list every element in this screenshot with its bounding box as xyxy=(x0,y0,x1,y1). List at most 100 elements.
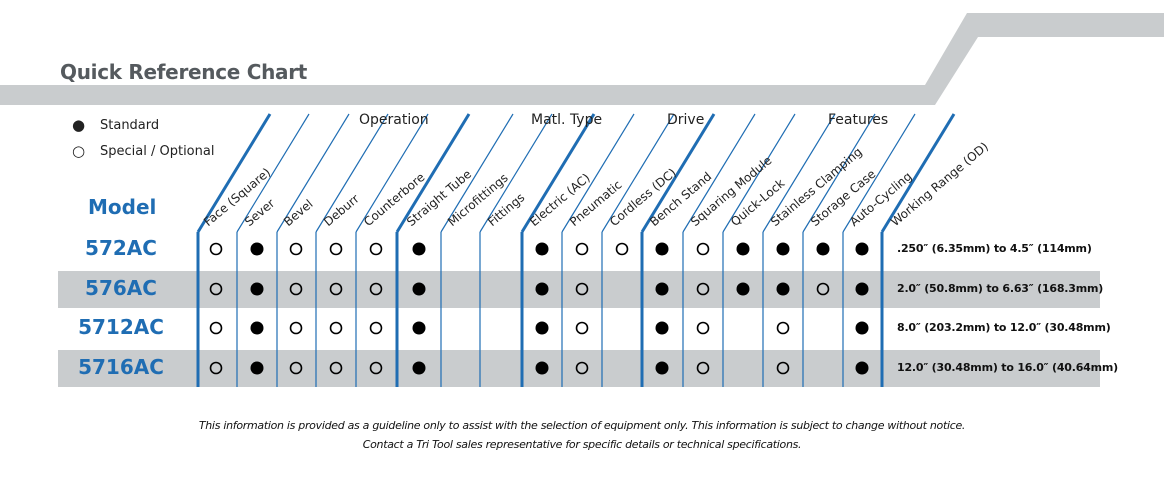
optional-mark-572AC-10 xyxy=(615,242,629,256)
header-diagonal-16 xyxy=(842,113,916,233)
legend-optional: ○ Special / Optional xyxy=(72,142,214,160)
header-diagonal-5 xyxy=(395,113,471,233)
group-label-drive: Drive xyxy=(667,112,705,128)
header-diagonal-7 xyxy=(479,113,553,233)
model-name-5712AC: 5712AC xyxy=(78,315,164,339)
header-diagonal-3 xyxy=(315,113,389,233)
standard-mark-576AC-8 xyxy=(535,282,549,296)
optional-mark-5712AC-12 xyxy=(696,321,710,335)
optional-mark-572AC-4 xyxy=(369,242,383,256)
standard-mark-5716AC-11 xyxy=(655,361,669,375)
header-diagonal-17 xyxy=(880,113,956,233)
filled-circle-icon: ● xyxy=(72,116,86,134)
standard-mark-576AC-1 xyxy=(250,282,264,296)
standard-mark-572AC-15 xyxy=(816,242,830,256)
optional-mark-576AC-3 xyxy=(329,282,343,296)
optional-mark-5716AC-12 xyxy=(696,361,710,375)
optional-mark-576AC-2 xyxy=(289,282,303,296)
header-diagonal-10 xyxy=(601,113,675,233)
optional-mark-576AC-12 xyxy=(696,282,710,296)
optional-mark-576AC-0 xyxy=(209,282,223,296)
optional-mark-5712AC-2 xyxy=(289,321,303,335)
standard-mark-572AC-11 xyxy=(655,242,669,256)
standard-mark-5712AC-1 xyxy=(250,321,264,335)
page-title: Quick Reference Chart xyxy=(60,60,308,84)
row-shade-576AC xyxy=(58,271,1100,308)
optional-mark-5716AC-9 xyxy=(575,361,589,375)
optional-mark-5712AC-4 xyxy=(369,321,383,335)
standard-mark-5712AC-16 xyxy=(855,321,869,335)
hollow-circle-icon: ○ xyxy=(72,142,86,160)
optional-mark-5712AC-0 xyxy=(209,321,223,335)
optional-mark-572AC-9 xyxy=(575,242,589,256)
header-diagonal-15 xyxy=(802,113,876,233)
optional-mark-572AC-3 xyxy=(329,242,343,256)
working-range-572AC: .250″ (6.35mm) to 4.5″ (114mm) xyxy=(897,242,1092,255)
header-diagonal-6 xyxy=(440,113,514,233)
optional-mark-5716AC-0 xyxy=(209,361,223,375)
optional-mark-576AC-15 xyxy=(816,282,830,296)
model-name-5716AC: 5716AC xyxy=(78,355,164,379)
disclaimer-line-2: Contact a Tri Tool sales representative … xyxy=(362,438,802,451)
header-diagonal-2 xyxy=(276,113,350,233)
optional-mark-5716AC-2 xyxy=(289,361,303,375)
grid-lines xyxy=(196,113,956,387)
standard-mark-576AC-14 xyxy=(776,282,790,296)
header-diagonal-1 xyxy=(236,113,310,233)
legend-optional-label: Special / Optional xyxy=(100,143,215,159)
group-label-matl-type: Matl. Type xyxy=(531,112,603,128)
standard-mark-572AC-16 xyxy=(855,242,869,256)
disclaimer-line-1: This information is provided as a guidel… xyxy=(198,419,966,432)
group-label-features: Features xyxy=(828,112,889,128)
working-range-576AC: 2.0″ (50.8mm) to 6.63″ (168.3mm) xyxy=(897,282,1104,295)
standard-mark-572AC-5 xyxy=(412,242,426,256)
header-diagonal-14 xyxy=(762,113,836,233)
standard-mark-5712AC-8 xyxy=(535,321,549,335)
standard-mark-576AC-16 xyxy=(855,282,869,296)
standard-mark-572AC-8 xyxy=(535,242,549,256)
header-diagonal-9 xyxy=(561,113,635,233)
optional-mark-5716AC-3 xyxy=(329,361,343,375)
optional-mark-5716AC-14 xyxy=(776,361,790,375)
header-diagonal-4 xyxy=(355,113,429,233)
optional-mark-576AC-4 xyxy=(369,282,383,296)
standard-mark-572AC-14 xyxy=(776,242,790,256)
standard-mark-576AC-5 xyxy=(412,282,426,296)
optional-mark-576AC-9 xyxy=(575,282,589,296)
standard-mark-5716AC-1 xyxy=(250,361,264,375)
header-band xyxy=(0,13,1164,105)
working-range-5716AC: 12.0″ (30.48mm) to 16.0″ (40.64mm) xyxy=(897,361,1118,374)
row-shade-5716AC xyxy=(58,350,1100,387)
optional-mark-572AC-2 xyxy=(289,242,303,256)
model-name-576AC: 576AC xyxy=(85,276,157,300)
header-diagonal-13 xyxy=(722,113,796,233)
optional-mark-5712AC-14 xyxy=(776,321,790,335)
header-diagonal-12 xyxy=(682,113,756,233)
standard-mark-572AC-1 xyxy=(250,242,264,256)
standard-mark-5712AC-11 xyxy=(655,321,669,335)
header-diagonal-11 xyxy=(640,113,716,233)
standard-mark-5712AC-5 xyxy=(412,321,426,335)
group-label-operation: Operation xyxy=(359,112,429,128)
standard-mark-572AC-13 xyxy=(736,242,750,256)
standard-mark-5716AC-8 xyxy=(535,361,549,375)
header-diagonal-0 xyxy=(196,113,272,233)
optional-mark-5712AC-9 xyxy=(575,321,589,335)
standard-mark-576AC-13 xyxy=(736,282,750,296)
legend-standard-label: Standard xyxy=(100,117,160,133)
working-range-5712AC: 8.0″ (203.2mm) to 12.0″ (30.48mm) xyxy=(897,321,1111,334)
mark-symbols xyxy=(209,242,869,375)
legend-standard: ● Standard xyxy=(72,116,159,134)
optional-mark-5716AC-4 xyxy=(369,361,383,375)
model-header: Model xyxy=(88,195,157,219)
standard-mark-5716AC-5 xyxy=(412,361,426,375)
standard-mark-576AC-11 xyxy=(655,282,669,296)
optional-mark-572AC-12 xyxy=(696,242,710,256)
optional-mark-572AC-0 xyxy=(209,242,223,256)
header-diagonal-8 xyxy=(520,113,596,233)
standard-mark-5716AC-16 xyxy=(855,361,869,375)
optional-mark-5712AC-3 xyxy=(329,321,343,335)
model-name-572AC: 572AC xyxy=(85,236,157,260)
